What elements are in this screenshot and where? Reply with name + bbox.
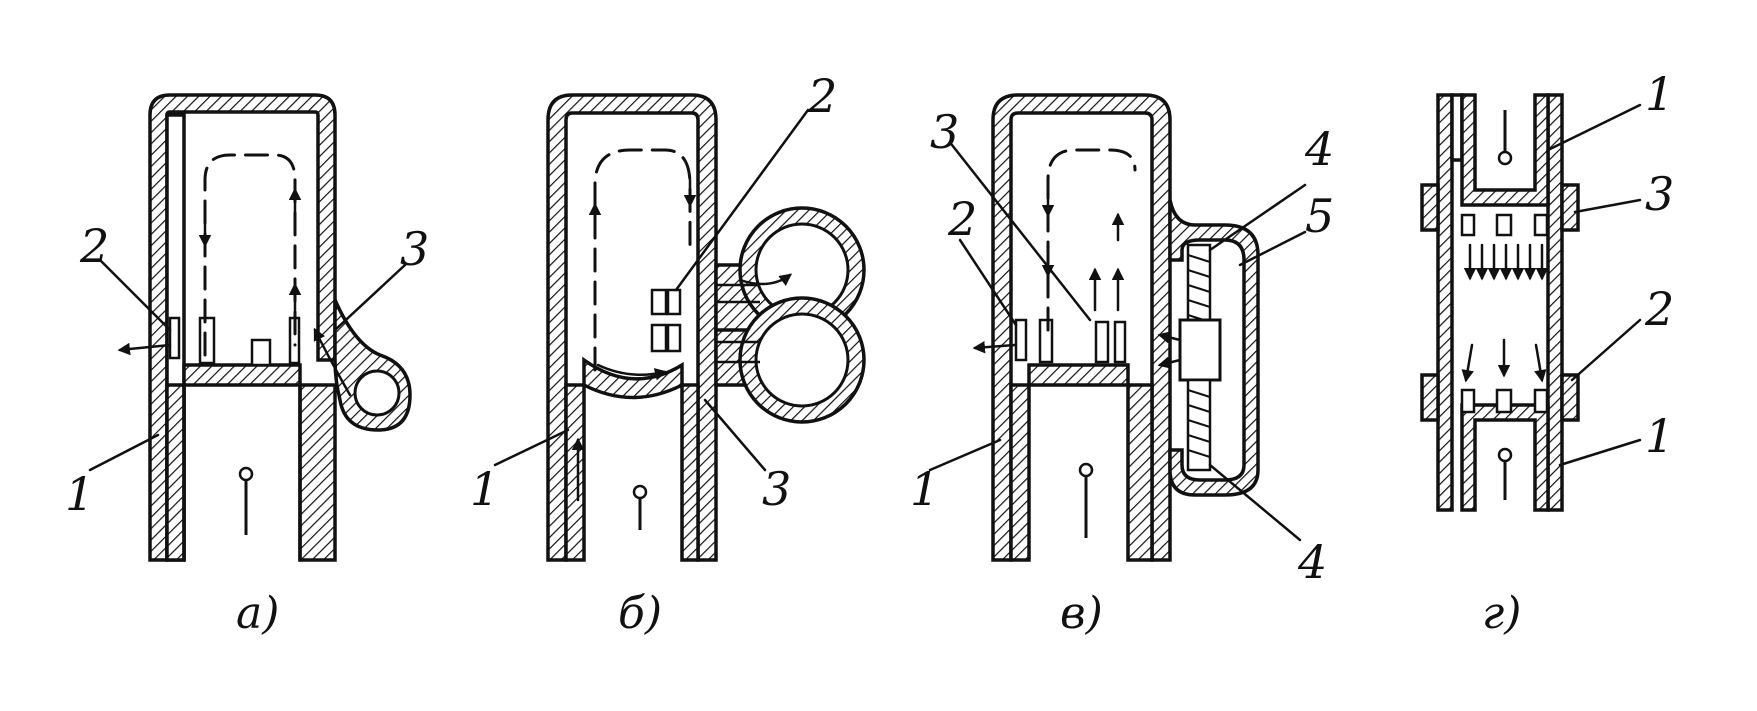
flow-arrows-a [117, 153, 352, 397]
panel-g: 1 3 2 1 г) [1420, 67, 1674, 639]
label-b-3: 3 [762, 462, 791, 516]
label-v-2: 2 [947, 192, 977, 246]
scavenge-receiver-a [333, 299, 412, 432]
exhaust-receivers-b [714, 206, 866, 424]
label-g-1-top: 1 [1645, 67, 1674, 121]
caption-a: а) [236, 588, 279, 639]
label-v-4-bottom: 4 [1297, 535, 1327, 589]
exhaust-ports-a [168, 316, 301, 367]
connecting-rod-a [238, 466, 254, 535]
panel-a: 2 3 1 а) [65, 93, 429, 639]
leaders-a [88, 258, 407, 472]
panel-b: 2 1 3 б) [470, 69, 866, 639]
connecting-rod-v [1078, 462, 1094, 538]
label-g-1-bottom: 1 [1645, 409, 1674, 463]
scavenge-ports-b [650, 288, 682, 353]
caption-v: в) [1060, 588, 1103, 639]
label-b-1: 1 [470, 462, 499, 516]
cylinder-v [991, 93, 1172, 562]
leaders-b [493, 108, 810, 472]
ports-g [1460, 213, 1549, 414]
label-v-4-top: 4 [1304, 122, 1334, 176]
flow-arrows-b [571, 148, 793, 502]
label-a-2: 2 [79, 219, 109, 273]
label-v-3: 3 [930, 105, 959, 159]
label-g-2: 2 [1644, 282, 1674, 336]
leaders-v [928, 143, 1307, 542]
panel-v: 3 2 1 4 5 4 в) [910, 93, 1334, 639]
flow-arrows-g [1461, 243, 1549, 383]
flow-arrows-v [972, 148, 1182, 369]
label-v-5: 5 [1305, 189, 1334, 243]
label-g-3: 3 [1645, 167, 1674, 221]
label-v-1: 1 [910, 462, 939, 516]
valves-v [1178, 243, 1222, 472]
label-a-3: 3 [400, 222, 429, 276]
cylinder-g [1420, 93, 1580, 512]
label-a-1: 1 [65, 467, 94, 521]
ports-v [1014, 318, 1127, 364]
leaders-g [1546, 103, 1642, 467]
connecting-rod-b [632, 484, 648, 530]
caption-g: г) [1482, 588, 1521, 639]
connecting-rods-g [1497, 110, 1513, 500]
caption-b: б) [618, 588, 662, 639]
cylinder-b [546, 93, 718, 562]
label-b-2: 2 [807, 69, 837, 123]
